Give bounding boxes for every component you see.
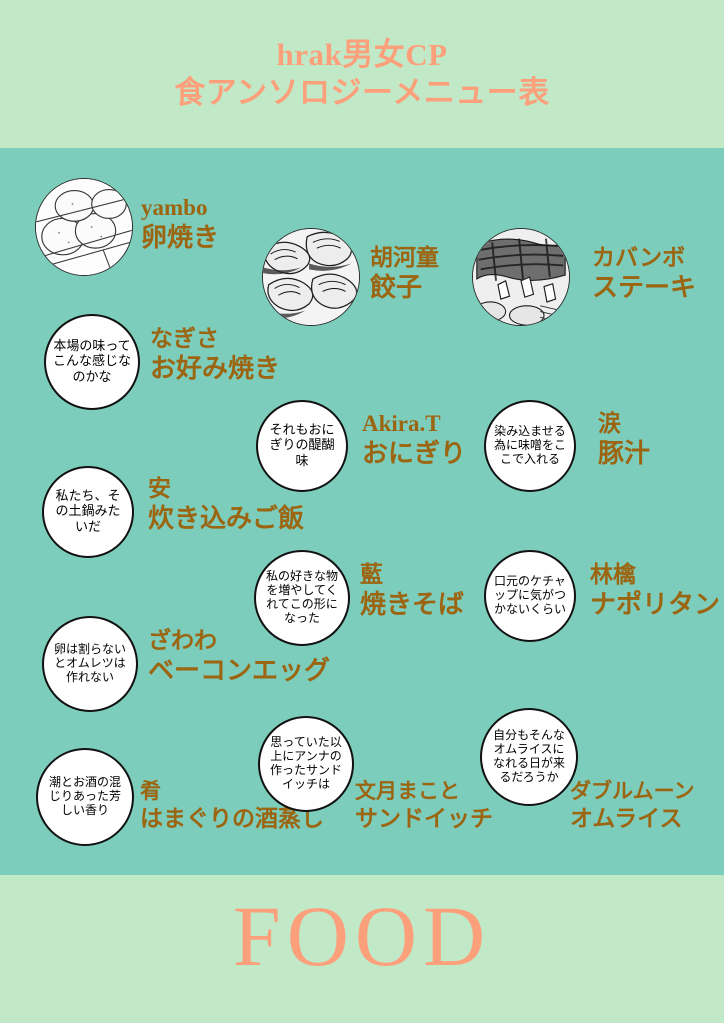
comment-bubble-text: 卵は割らないとオムレツは作れない: [53, 642, 126, 684]
comment-bubble-text: 本場の味ってこんな感じなのかな: [52, 339, 131, 385]
comment-bubble-fuzuki: 思っていた以上にアンナの作ったサンドイッチは: [258, 716, 354, 812]
entry-dish: 焼きそば: [360, 590, 465, 620]
entry-label-ai-yakisoba: 藍 焼きそば: [360, 561, 464, 621]
entry-dish: 炊き込みご飯: [148, 504, 305, 534]
entry-label-zawawa-baconegg: ざわわ ベーコンエッグ: [148, 627, 330, 687]
entry-author: Akira.T: [362, 411, 441, 436]
steak-photo: [472, 228, 570, 326]
comment-bubble-an: 私たち、その土鍋みたいだ: [42, 466, 134, 558]
entry-author: 胡河童: [370, 245, 439, 270]
entry-author: yambo: [141, 195, 208, 220]
entry-author: 藍: [360, 562, 383, 587]
entry-dish: サンドイッチ: [355, 805, 493, 831]
poster-footer: FOOD: [0, 875, 724, 1023]
entry-author: カバンボ: [592, 245, 686, 270]
comment-bubble-doublemoon: 自分もそんなオムライスになれる日が来るだろうか: [480, 708, 578, 806]
entry-label-doublemoon-omurice: ダブルムーン オムライス: [570, 779, 695, 833]
entry-dish: 豚汁: [598, 439, 651, 469]
entry-dish: ナポリタン: [590, 590, 721, 620]
menu-panel: yambo 卵焼き: [0, 148, 724, 875]
entry-dish: お好み焼き: [150, 354, 281, 384]
entry-label-an-takikomigohan: 安 炊き込みご飯: [148, 475, 304, 535]
comment-bubble-ai: 私の好きな物を増やしてくれてこの形になった: [254, 550, 350, 646]
entry-dish: ステーキ: [592, 273, 697, 303]
poster-title-line-1: hrak男女CP: [276, 37, 448, 73]
comment-bubble-nagisa: 本場の味ってこんな感じなのかな: [44, 314, 140, 410]
comment-bubble-text: 口元のケチャップに気がつかないくらい: [493, 574, 566, 616]
comment-bubble-sakana: 潮とお酒の混じりあった芳しい香り: [36, 748, 134, 846]
poster-header: hrak男女CP 食アンソロジーメニュー表: [0, 0, 724, 148]
comment-bubble-text: 私の好きな物を増やしてくれてこの形になった: [265, 569, 338, 625]
entry-label-kabanbo-steak: カバンボ ステーキ: [592, 244, 696, 304]
entry-label-namida-tonjiru: 涙 豚汁: [598, 410, 650, 470]
comment-bubble-akirat: それもおにぎりの醍醐味: [256, 400, 348, 492]
comment-bubble-text: 潮とお酒の混じりあった芳しい香り: [48, 775, 121, 817]
entry-author: 涙: [598, 411, 621, 436]
comment-bubble-text: それもおにぎりの醍醐味: [269, 423, 335, 469]
comment-bubble-text: 思っていた以上にアンナの作ったサンドイッチは: [269, 735, 342, 791]
entry-dish: ベーコンエッグ: [148, 656, 331, 686]
entry-author: なぎさ: [150, 326, 219, 351]
comment-bubble-text: 染み込ませる為に味噌をここで入れる: [493, 424, 566, 466]
comment-bubble-text: 自分もそんなオムライスになれる日が来るだろうか: [492, 728, 565, 784]
poster-title-line-2: 食アンソロジーメニュー表: [174, 75, 550, 110]
tamagoyaki-photo: [35, 178, 133, 276]
entry-label-nagisa-okonomiyaki: なぎさ お好み焼き: [150, 325, 280, 385]
gyoza-photo: [262, 228, 360, 326]
entry-dish: オムライス: [570, 805, 683, 831]
entry-label-kokappa-gyoza: 胡河童 餃子: [370, 244, 439, 304]
entry-label-fuzuki-sandwich: 文月まこと サンドイッチ: [355, 779, 493, 833]
comment-bubble-zawawa: 卵は割らないとオムレツは作れない: [42, 616, 138, 712]
entry-author: 肴: [140, 779, 161, 803]
entry-author: 林檎: [590, 562, 636, 587]
comment-bubble-text: 私たち、その土鍋みたいだ: [55, 489, 121, 535]
entry-dish: おにぎり: [362, 439, 467, 469]
entry-author: 安: [148, 476, 171, 501]
entry-label-yambo-tamagoyaki: yambo 卵焼き: [141, 194, 219, 254]
entry-dish: 餃子: [370, 273, 423, 303]
entry-author: 文月まこと: [355, 779, 460, 803]
entry-dish: 卵焼き: [141, 223, 220, 253]
entry-author: ダブルムーン: [570, 779, 695, 803]
comment-bubble-namida: 染み込ませる為に味噌をここで入れる: [484, 400, 576, 492]
entry-label-akirat-onigiri: Akira.T おにぎり: [362, 410, 466, 470]
entry-author: ざわわ: [148, 628, 217, 653]
footer-word: FOOD: [232, 888, 492, 984]
entry-label-ringo-napolitan: 林檎 ナポリタン: [590, 561, 720, 621]
comment-bubble-ringo: 口元のケチャップに気がつかないくらい: [484, 550, 576, 642]
